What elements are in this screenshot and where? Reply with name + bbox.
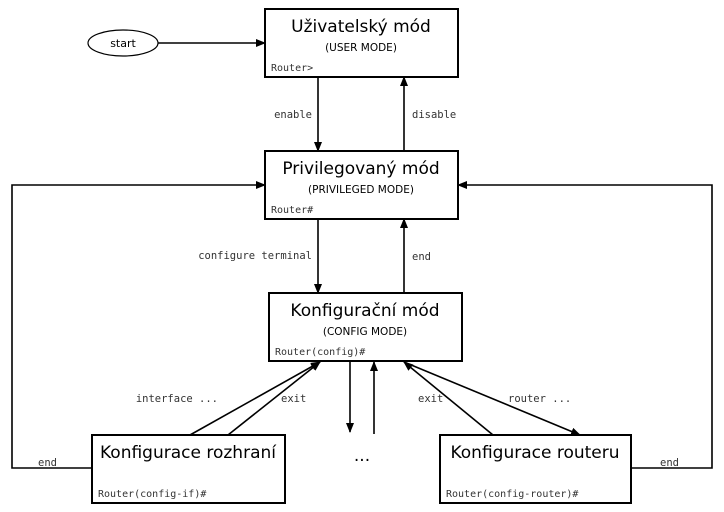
config-mode-box: Konfigurační mód (CONFIG MODE) Router(co…: [268, 292, 463, 362]
config-mode-prompt: Router(config)#: [275, 347, 365, 358]
end-right-label: end: [660, 457, 679, 469]
end-right-arrow: [457, 181, 713, 469]
user-mode-box: Uživatelský mód (USER MODE) Router>: [264, 8, 459, 78]
end-left-arrow: [11, 181, 266, 469]
config-mode-title: Konfigurační mód: [290, 301, 439, 321]
user-mode-title: Uživatelský mód: [291, 17, 431, 37]
privileged-mode-prompt: Router#: [271, 205, 313, 216]
enable-label: enable: [274, 109, 312, 121]
router-arrow: [403, 361, 581, 436]
interface-label: interface ...: [136, 393, 218, 405]
user-mode-prompt: Router>: [271, 63, 313, 74]
router-config-box: Konfigurace routeru Router(config-router…: [439, 434, 632, 504]
exit-router-label: exit: [418, 393, 443, 405]
privileged-mode-box: Privilegovaný mód (PRIVILEGED MODE) Rout…: [264, 150, 459, 220]
end-left-label: end: [38, 457, 57, 469]
exit-interface-arrow: [227, 361, 321, 436]
interface-arrow: [189, 361, 321, 436]
exit-interface-label: exit: [281, 393, 306, 405]
interface-config-title: Konfigurace rozhraní: [100, 443, 277, 463]
router-config-prompt: Router(config-router)#: [446, 489, 578, 500]
configure-terminal-label: configure terminal: [198, 250, 312, 262]
user-mode-subtitle: (USER MODE): [325, 42, 397, 54]
end-config-label: end: [412, 251, 431, 263]
interface-config-box: Konfigurace rozhraní Router(config-if)#: [91, 434, 286, 504]
config-mode-subtitle: (CONFIG MODE): [323, 326, 407, 338]
more-modes-ellipsis: ...: [354, 446, 370, 466]
privileged-mode-subtitle: (PRIVILEGED MODE): [308, 184, 414, 196]
router-config-title: Konfigurace routeru: [450, 443, 619, 463]
exit-router-arrow: [403, 361, 494, 436]
start-node: start: [87, 29, 159, 57]
router-label: router ...: [508, 393, 571, 405]
privileged-mode-title: Privilegovaný mód: [282, 159, 439, 179]
interface-config-prompt: Router(config-if)#: [98, 489, 206, 500]
start-label: start: [110, 37, 136, 50]
disable-label: disable: [412, 109, 456, 121]
